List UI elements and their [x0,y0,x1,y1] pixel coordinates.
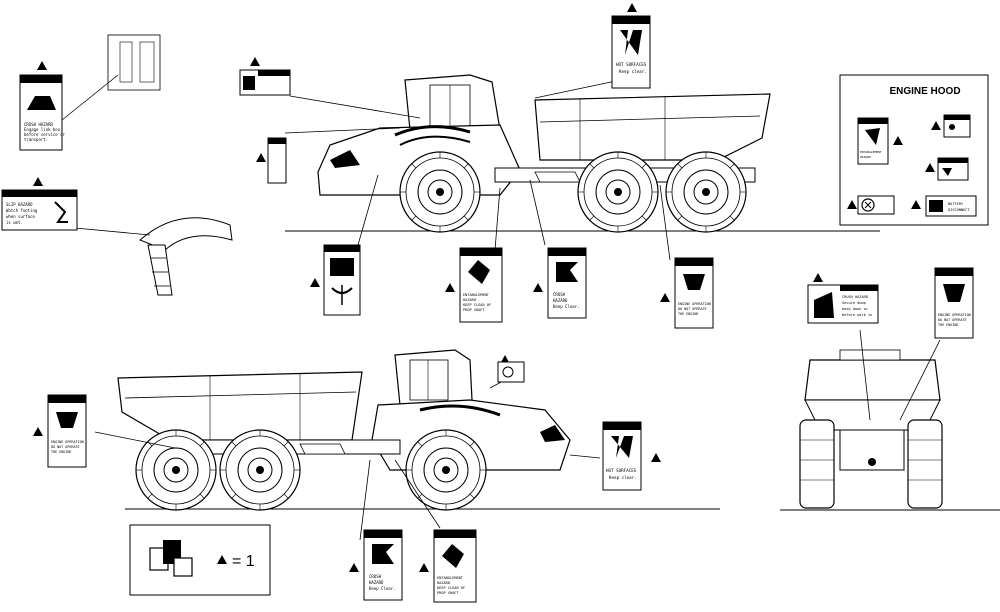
decal-text: THE ENGINE [678,312,698,316]
decal-text: before work in [842,313,872,317]
decal-pinch-point [310,244,361,316]
decal-text: Engage link box [24,127,61,132]
decal-text: ENTANGLEMENT [860,150,882,154]
decal-text: body down or [842,307,869,311]
decal-read-manual [239,57,291,96]
decal-text: Watch footing [6,208,38,213]
warning-triangle-icon [33,177,43,186]
decal-text: Keep clear. [609,475,637,480]
decal-text: PROP SHAFT [463,308,485,312]
hood-decal-small-b [925,157,969,181]
decal-engine-operation-top: ENGINE OPERATION DO NOT OPERATE THE ENGI… [660,257,714,329]
decal-slip-hazard: SLIP HAZARD Watch footing when surface i… [1,177,78,231]
decal-text: Keep clear. [619,69,647,74]
decal-text: Keep Clear. [369,586,396,591]
hood-decal-small-a [931,114,971,138]
decal-text: HAZARD [437,581,450,585]
decal-text: is wet. [6,220,23,225]
decal-text: Secure dump [842,301,866,305]
warning-triangle-icon [445,283,455,292]
decal-crush-hazard-bottom: CRUSH HAZARD Keep Clear. [349,529,403,601]
decal-text: Keep Clear. [553,304,580,309]
decal-text: PROP SHAFT [437,591,459,595]
decal-text: BATTERY [948,202,964,206]
warning-triangle-icon [349,563,359,572]
decal-crush-hazard-link: CRUSH HAZARD Engage link box before serv… [19,61,66,151]
warning-triangle-icon [33,427,43,436]
hood-decal-battery: BATTERY DISCONNECT [911,195,977,217]
decal-text: transport. [24,137,48,142]
decal-text: KEEP CLEAR OF [463,303,491,307]
decal-hot-surfaces-top: HOT SURFACES Keep clear. [611,3,651,89]
cab-step-detail [107,34,161,91]
decal-text: HOT SURFACES [616,62,647,67]
decal-entanglement-bottom: ENTANGLEMENT HAZARD KEEP CLEAR OF PROP S… [419,529,477,603]
hood-decal-disconnect [847,195,895,215]
decal-text: ENGINE OPERATION [678,302,711,306]
decal-text: HAZARD [553,298,568,303]
decal-text: KEEP CLEAR OF [437,586,465,590]
top-truck-side-view [285,74,880,233]
decal-text: CRUSH HAZARD [842,295,868,299]
warning-triangle-icon [256,153,266,162]
decal-text: SLIP HAZARD [6,202,33,207]
decal-text: HOT SURFACES [606,468,637,473]
decal-engine-operation-bottom: ENGINE OPERATION DO NOT OPERATE THE ENGI… [33,394,87,468]
warning-triangle-icon [627,3,637,12]
decal-crush-hazard-rear: CRUSH HAZARD Secure dump body down or be… [807,273,879,324]
legend-equals-text: = 1 [232,553,255,570]
decal-text: DO NOT OPERATE [938,318,967,322]
decal-text: HAZARD [369,580,384,585]
decal-engine-operation-rear: ENGINE OPERATION DO NOT OPERATE THE ENGI… [934,267,974,339]
decal-text: CRUSH [553,292,566,297]
warning-triangle-icon [419,563,429,572]
fender-ladder-detail [139,217,233,296]
bottom-truck-side-view [117,349,720,511]
decal-small-vertical [256,137,287,184]
warning-triangle-icon [250,57,260,66]
decal-text: CRUSH [369,574,382,579]
decal-hot-surfaces-bottom: HOT SURFACES Keep clear. [602,421,661,491]
warning-triangle-icon [310,278,320,287]
warning-triangle-icon [813,273,823,282]
decal-text: ENTANGLEMENT [463,293,490,297]
warning-triangle-icon [660,293,670,302]
decal-text: ENGINE OPERATION [51,440,84,444]
rear-view-truck [780,349,1000,511]
decal-crush-hazard-top: CRUSH HAZARD Keep Clear. [533,247,587,319]
decal-text: when surface [6,214,35,219]
decal-disconnect-bottom [497,355,525,383]
decal-text: THE ENGINE [51,450,71,454]
decal-entanglement-top: ENTANGLEMENT HAZARD KEEP CLEAR OF PROP S… [445,247,503,323]
warning-triangle-icon [37,61,47,70]
warning-triangle-icon [651,453,661,462]
legend-box: = 1 [129,524,271,596]
decal-text: ENGINE OPERATION [938,313,971,317]
warning-triangle-icon [533,283,543,292]
decal-text: DO NOT OPERATE [678,307,707,311]
hood-decal-entanglement: ENTANGLEMENT HAZARD [857,117,903,165]
engine-hood-title: ENGINE HOOD [889,86,960,97]
decal-text: HAZARD [860,155,871,159]
decal-text: before service or [24,132,66,137]
decal-text: DO NOT OPERATE [51,445,80,449]
decal-text: CRUSH HAZARD [24,122,53,127]
decal-text: ENTANGLEMENT [437,576,464,580]
decal-text: HAZARD [463,298,476,302]
decal-text: DISCONNECT [948,208,970,212]
decal-text: THE ENGINE [938,323,958,327]
